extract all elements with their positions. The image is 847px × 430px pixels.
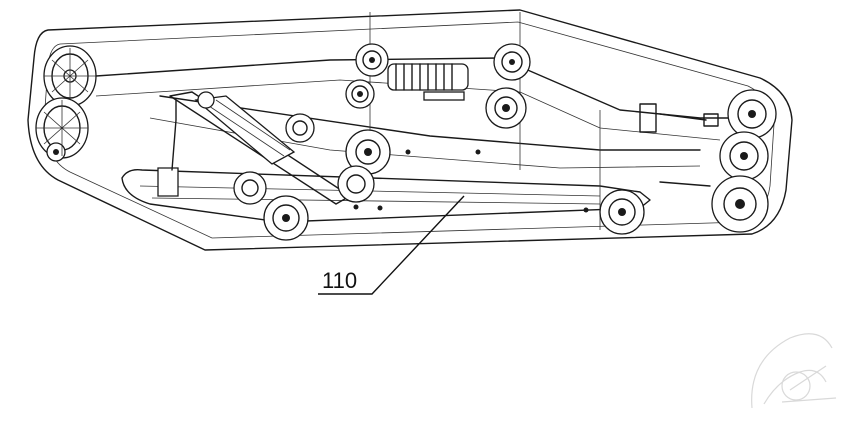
center-wheel-2 [285, 113, 315, 143]
idler-wheel-1 [355, 43, 389, 77]
rear-idler-middle [719, 131, 769, 181]
front-arm-bracket [157, 167, 179, 197]
drive-sprocket-lower [35, 97, 89, 162]
front-arm-tube [171, 99, 177, 171]
idler-wheel-2 [345, 79, 375, 109]
center-wheel-4 [337, 165, 375, 203]
center-wheel-3 [233, 171, 267, 205]
callout-label: 110 [322, 268, 357, 293]
panel-lines [369, 12, 601, 230]
rear-adjuster [639, 103, 719, 187]
rear-idler-top [727, 89, 777, 139]
rear-idler-bottom [711, 175, 769, 233]
drive-sprocket-upper [43, 45, 97, 107]
bogie-wheel-rear [599, 189, 645, 235]
watermark-seal-icon [751, 333, 837, 409]
callout-leader-line [318, 195, 465, 295]
slide-rail [121, 168, 651, 223]
track-inner-outline [43, 21, 775, 239]
upper-frame [95, 57, 761, 119]
bogie-wheel-front [263, 195, 309, 241]
rail-bolts [353, 149, 589, 213]
rear-shock [387, 63, 469, 101]
idler-wheel-4 [485, 87, 527, 129]
idler-wheel-3 [493, 43, 531, 81]
track-outline [27, 9, 793, 251]
front-shock [194, 91, 296, 165]
